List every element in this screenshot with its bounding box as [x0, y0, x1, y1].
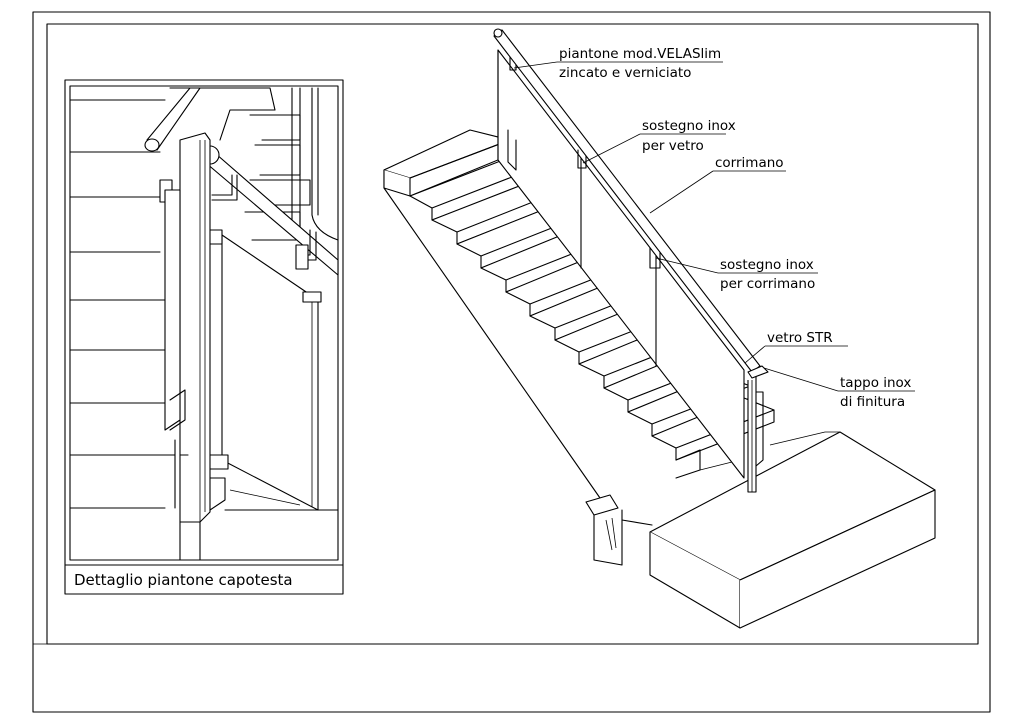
detail-upper-handrail — [144, 87, 201, 152]
stair-view: piantone mod.VELASlim zincato e vernicia… — [383, 28, 936, 629]
detail-caption: Dettaglio piantone capotesta — [74, 571, 293, 589]
callout-post-line1: piantone mod.VELASlim — [559, 46, 721, 62]
stair-posts — [507, 51, 764, 493]
stair-handrail — [493, 28, 769, 379]
detail-steps — [69, 99, 339, 511]
callout-post-line2: zincato e verniciato — [559, 65, 691, 81]
sheet-frame — [32, 11, 991, 713]
detail-glass-panel — [221, 234, 319, 511]
callout-glass-support-line2: per vetro — [642, 138, 704, 154]
callout-handrail: corrimano — [715, 155, 784, 171]
callout-handrail-support-line2: per corrimano — [720, 276, 815, 292]
callout-glass: vetro STR — [767, 330, 833, 346]
detail-post — [164, 132, 226, 561]
stair-landing-block — [649, 431, 936, 629]
stair-glass-panel — [497, 49, 745, 479]
callout-labels: piantone mod.VELASlim zincato e vernicia… — [559, 46, 911, 410]
callout-end-cap-line2: di finitura — [840, 394, 905, 410]
callout-leaders — [513, 61, 915, 392]
callout-handrail-support-line1: sostegno inox — [720, 257, 814, 273]
callout-glass-support-line1: sostegno inox — [642, 118, 736, 134]
detail-view: Dettaglio piantone capotesta — [64, 79, 344, 595]
stair-lower-flight — [585, 494, 653, 566]
callout-end-cap-line1: tappo inox — [840, 375, 911, 391]
